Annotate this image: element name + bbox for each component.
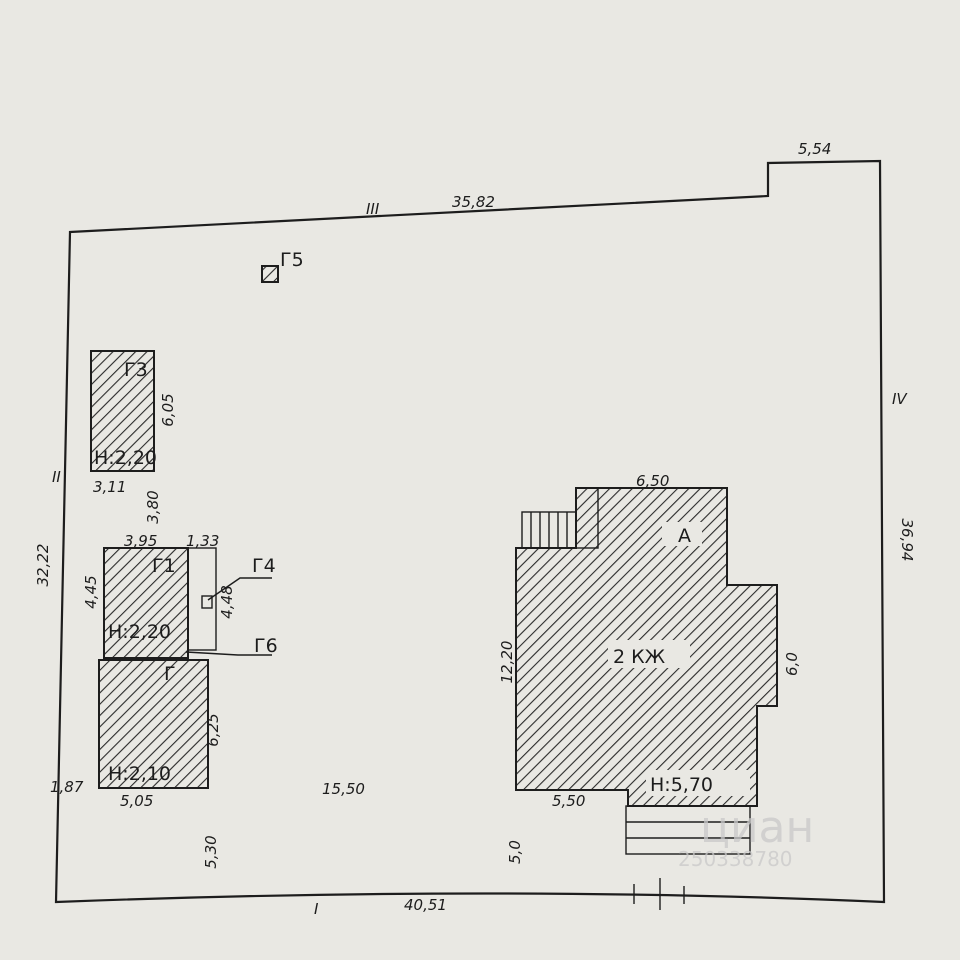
distance-between: 15,50 — [322, 780, 365, 798]
west-roman: II — [52, 468, 61, 486]
building-g4: Г4 1,33 4,48 — [186, 532, 276, 651]
building-g1-height: Н:2,20 — [108, 621, 171, 643]
building-g3-side: 6,05 — [159, 393, 177, 426]
building-g4-side: 4,48 — [218, 585, 236, 618]
building-g3: Г3 Н:2,20 6,05 3,11 3,80 — [90, 350, 177, 524]
building-g5-label: Г5 — [280, 249, 304, 271]
south-length: 40,51 — [404, 896, 447, 914]
building-g4-label: Г4 — [252, 555, 276, 577]
building-g1-label: Г1 — [152, 555, 176, 577]
house-a: А 2 КЖ Н:5,70 6,50 12,20 6,0 5,50 — [498, 472, 801, 855]
house-top: 6,50 — [636, 472, 669, 490]
distance-g-to-south: 5,30 — [202, 835, 220, 868]
watermark: циан 250338780 — [678, 802, 814, 871]
house-label: А — [678, 525, 691, 547]
building-g-side: 6,25 — [204, 713, 222, 746]
house-left: 12,20 — [498, 641, 516, 684]
building-g3-label: Г3 — [124, 359, 148, 381]
building-g-height: Н:2,10 — [108, 763, 171, 785]
distance-house-to-south: 5,0 — [506, 840, 524, 864]
house-right: 6,0 — [783, 652, 801, 676]
house-type: 2 КЖ — [613, 646, 666, 668]
building-g1-top: 3,95 — [124, 532, 157, 550]
building-g: Г Н:2,10 6,25 5,05 1,87 — [50, 659, 222, 810]
building-g3-bottom: 3,11 — [93, 478, 126, 496]
watermark-brand: циан — [700, 802, 814, 853]
building-g3-height: Н:2,20 — [94, 447, 157, 469]
building-g1: Г1 Н:2,20 3,95 4,45 — [82, 532, 189, 659]
house-porch — [625, 805, 751, 855]
house-height: Н:5,70 — [650, 774, 713, 796]
south-roman: I — [314, 900, 319, 918]
north-roman: III — [366, 200, 380, 218]
building-g-offset: 1,87 — [50, 778, 84, 796]
building-g6: Г6 — [185, 635, 278, 657]
north-length: 35,82 — [452, 193, 495, 211]
northeast-jog: 5,54 — [798, 140, 831, 158]
east-length: 36,94 — [898, 519, 916, 562]
building-g1-left: 4,45 — [82, 575, 100, 608]
house-stairs — [521, 511, 577, 549]
building-g5: Г5 — [261, 249, 304, 283]
gate-marks — [633, 878, 685, 910]
building-g-label: Г — [164, 663, 176, 685]
watermark-number: 250338780 — [678, 847, 793, 871]
west-length: 32,22 — [34, 544, 52, 587]
plot-boundary — [54, 159, 886, 904]
building-g4-top: 1,33 — [186, 532, 219, 550]
building-g-bottom: 5,05 — [120, 792, 153, 810]
g3-g1-gap: 3,80 — [144, 490, 162, 523]
east-roman: IV — [892, 390, 908, 408]
house-bottom: 5,50 — [552, 792, 585, 810]
building-g6-label: Г6 — [254, 635, 278, 657]
